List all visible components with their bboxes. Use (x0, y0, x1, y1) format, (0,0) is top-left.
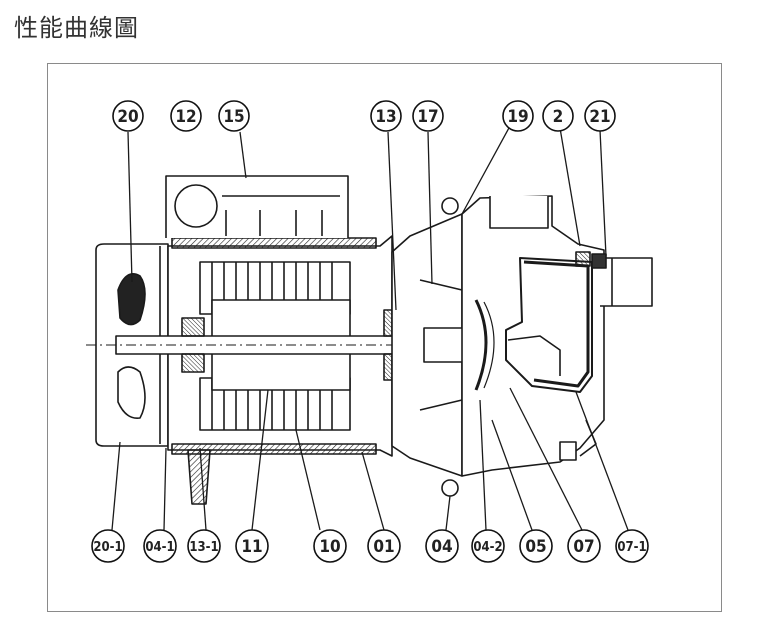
callout-label: 04-2 (473, 540, 502, 555)
callout-label: 07 (573, 537, 594, 557)
callout-01: 01 (367, 529, 401, 563)
callout-label: 01 (373, 537, 394, 557)
callout-05: 05 (519, 529, 553, 563)
callout-label: 07-1 (617, 540, 646, 555)
callout-04-1: 04-1 (143, 529, 177, 563)
callout-label: 19 (507, 107, 528, 127)
callout-label: 13-1 (189, 540, 218, 555)
top-callouts: 20 12 15 13 17 19 2 21 (112, 100, 616, 132)
callout-label: 20-1 (93, 540, 122, 555)
discharge-port (489, 196, 549, 229)
callout-13: 13 (370, 100, 402, 132)
inlet-pipe (600, 257, 653, 307)
callout-07-1: 07-1 (615, 529, 649, 563)
bottom-callouts: 20-1 04-1 13-1 11 10 01 04 04-2 (91, 529, 649, 563)
callout-17: 17 (412, 100, 444, 132)
callout-19: 19 (502, 100, 534, 132)
callout-label: 13 (375, 107, 396, 127)
leader-lines (111, 125, 629, 531)
bearing-rear (181, 317, 205, 337)
callout-11: 11 (235, 529, 269, 563)
callout-label: 12 (175, 107, 196, 127)
callout-label: 15 (223, 107, 244, 127)
impeller (505, 257, 593, 393)
fan-blade-lower (117, 366, 146, 419)
callout-label: 10 (319, 537, 340, 557)
callout-label: 17 (417, 107, 438, 127)
callout-21: 21 (584, 100, 616, 132)
callout-15: 15 (218, 100, 250, 132)
callout-04: 04 (425, 529, 459, 563)
page-title: 性能曲線圖 (14, 14, 139, 42)
callout-10: 10 (313, 529, 347, 563)
callout-label: 2 (553, 107, 564, 127)
callout-13-1: 13-1 (187, 529, 221, 563)
callout-2: 2 (542, 100, 574, 132)
callout-label: 20 (117, 107, 138, 127)
callout-07: 07 (567, 529, 601, 563)
callout-label: 05 (525, 537, 546, 557)
callout-label: 11 (241, 537, 262, 557)
callout-20: 20 (112, 100, 144, 132)
mechanical-seal (423, 327, 467, 363)
capacitor (174, 184, 218, 228)
callout-label: 04 (431, 537, 452, 557)
callout-04-2: 04-2 (471, 529, 505, 563)
fan-blade-upper (117, 273, 146, 326)
mounting-foot (187, 449, 211, 505)
callout-12: 12 (170, 100, 202, 132)
callout-label: 04-1 (145, 540, 174, 555)
callout-label: 21 (589, 107, 610, 127)
pump-drawing (86, 175, 653, 505)
callout-20-1: 20-1 (91, 529, 125, 563)
